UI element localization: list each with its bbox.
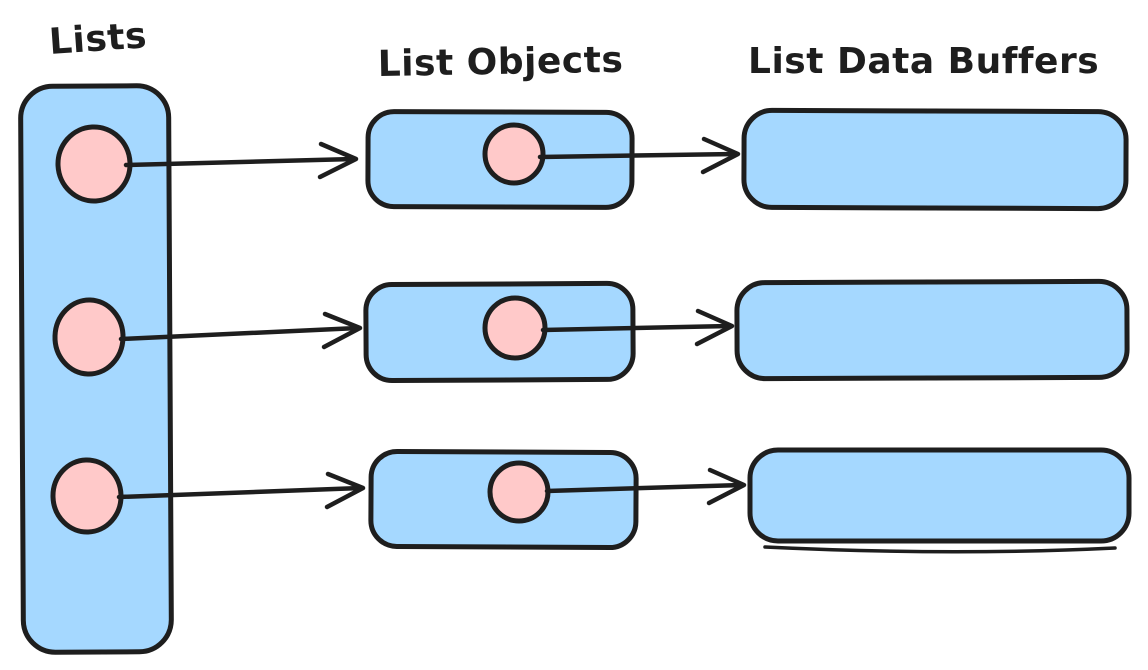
- arrow-object2-to-buffer2: [540, 308, 735, 347]
- arrow-object3-to-buffer3: [544, 467, 747, 506]
- list-data-buffers-column: [734, 107, 1132, 554]
- object-pointer-circle-1: [482, 122, 546, 186]
- sketch-overdraw-line: [763, 545, 1117, 554]
- list-pointer-circle-1: [55, 124, 133, 204]
- arrows-objects-to-buffers: [537, 136, 747, 506]
- data-buffer-box-1: [741, 107, 1129, 212]
- list-objects-column: [363, 109, 639, 551]
- list-data-buffers-column-label: List Data Buffers: [748, 41, 1099, 82]
- list-pointer-circle-3: [50, 457, 124, 535]
- arrow-list2-to-object2: [118, 311, 363, 350]
- arrow-object1-to-buffer1: [537, 136, 741, 175]
- data-buffer-box-2: [734, 278, 1130, 382]
- arrows-lists-to-objects: [116, 141, 366, 510]
- lists-column-label: Lists: [48, 15, 148, 63]
- list-pointer-circle-2: [52, 297, 126, 377]
- list-objects-column-label: List Objects: [377, 40, 623, 85]
- object-pointer-circle-2: [482, 295, 548, 361]
- data-buffer-box-3: [747, 447, 1132, 544]
- object-pointer-circle-3: [487, 460, 551, 524]
- arrow-list1-to-object1: [123, 141, 359, 180]
- lists-column: [18, 83, 174, 655]
- arrow-list3-to-object3: [116, 471, 366, 510]
